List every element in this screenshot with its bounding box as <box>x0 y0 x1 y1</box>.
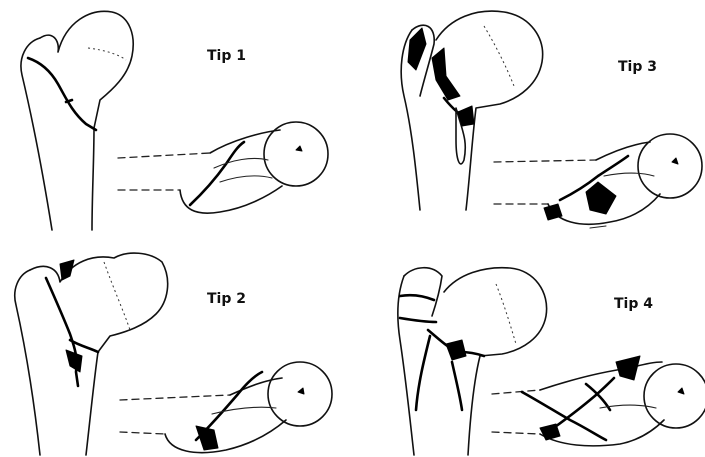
panel-tip-4: Tip 4 <box>398 268 705 455</box>
tip3-ap-femur <box>401 11 542 210</box>
tip1-label: Tip 1 <box>207 48 246 64</box>
tip2-ap-femur <box>15 253 168 455</box>
tip4-ap-femur <box>398 268 547 455</box>
panel-tip-1: Tip 1 <box>21 11 328 230</box>
tip3-lateral-femur <box>494 134 702 228</box>
tip2-lateral-femur <box>120 362 332 453</box>
tip2-label: Tip 2 <box>207 291 246 307</box>
tip3-label: Tip 3 <box>618 59 657 75</box>
tip1-ap-femur <box>21 11 133 230</box>
panel-tip-2: Tip 2 <box>15 253 332 455</box>
panel-tip-3: Tip 3 <box>401 11 702 228</box>
tip1-lateral-femur <box>118 122 328 213</box>
tip4-lateral-femur <box>492 356 705 446</box>
tip4-label: Tip 4 <box>614 296 653 312</box>
